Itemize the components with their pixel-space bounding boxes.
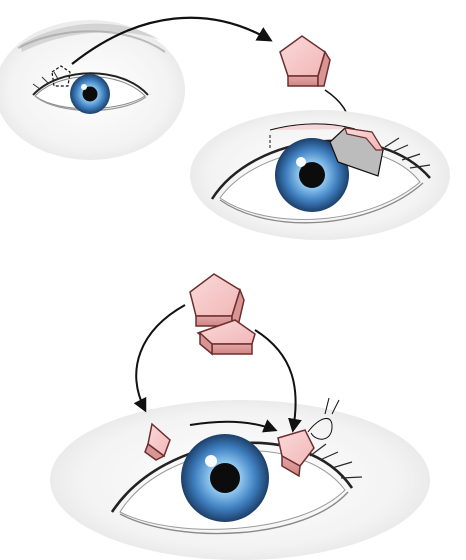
small-eye-highlight <box>81 84 87 90</box>
recipient-eye-highlight <box>296 157 306 167</box>
bottom-eye-pupil <box>210 463 240 493</box>
recipient-eye-panel <box>190 110 450 240</box>
bottom-panel <box>50 274 430 560</box>
bottom-eye-highlight <box>205 455 217 467</box>
graft-block-stack-upper <box>190 274 244 326</box>
graft-block-top <box>280 36 330 86</box>
arrow-to-left-graft <box>136 305 185 410</box>
